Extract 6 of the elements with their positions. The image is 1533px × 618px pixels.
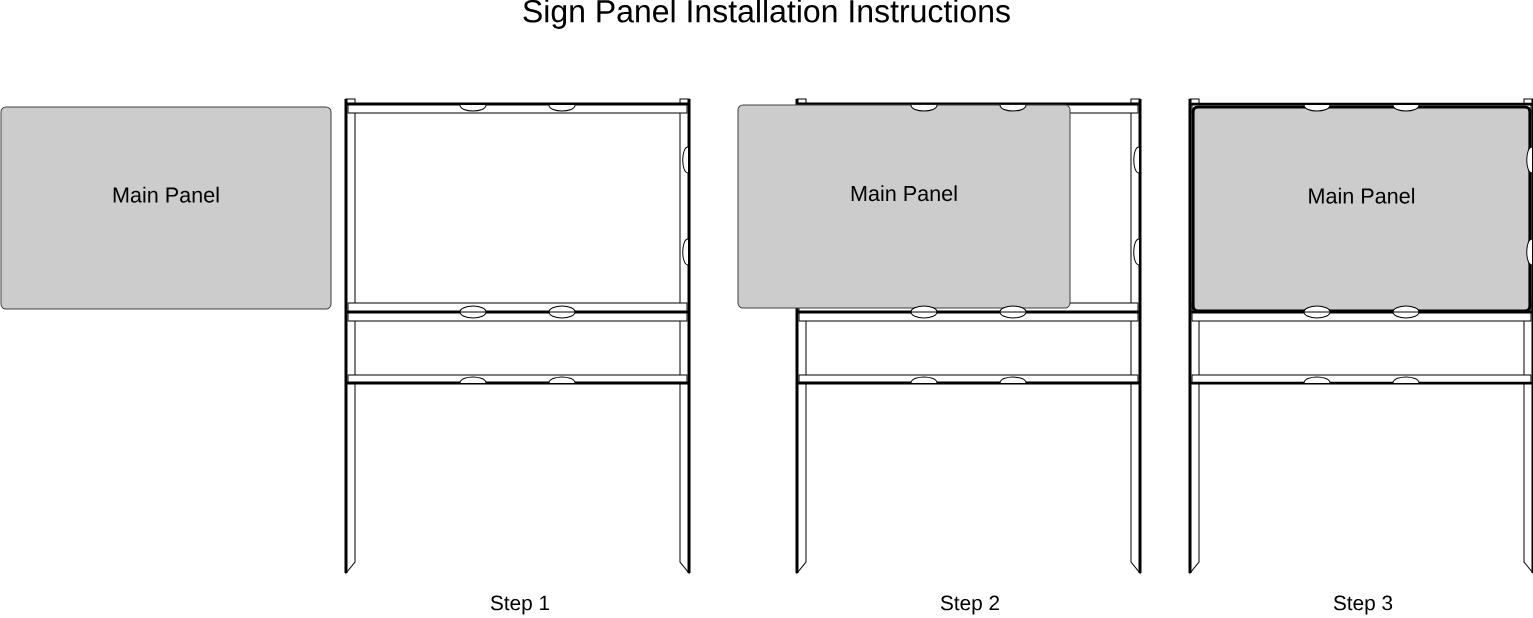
step-label: Step 1 bbox=[490, 595, 549, 615]
sign-panel: Main Panel bbox=[0, 106, 332, 310]
sign-panel: Main Panel bbox=[1191, 105, 1532, 313]
title: Sign Panel Installation Instructions bbox=[523, 0, 1010, 29]
step-label: Step 2 bbox=[940, 595, 999, 615]
step-label: Step 3 bbox=[1333, 595, 1393, 615]
